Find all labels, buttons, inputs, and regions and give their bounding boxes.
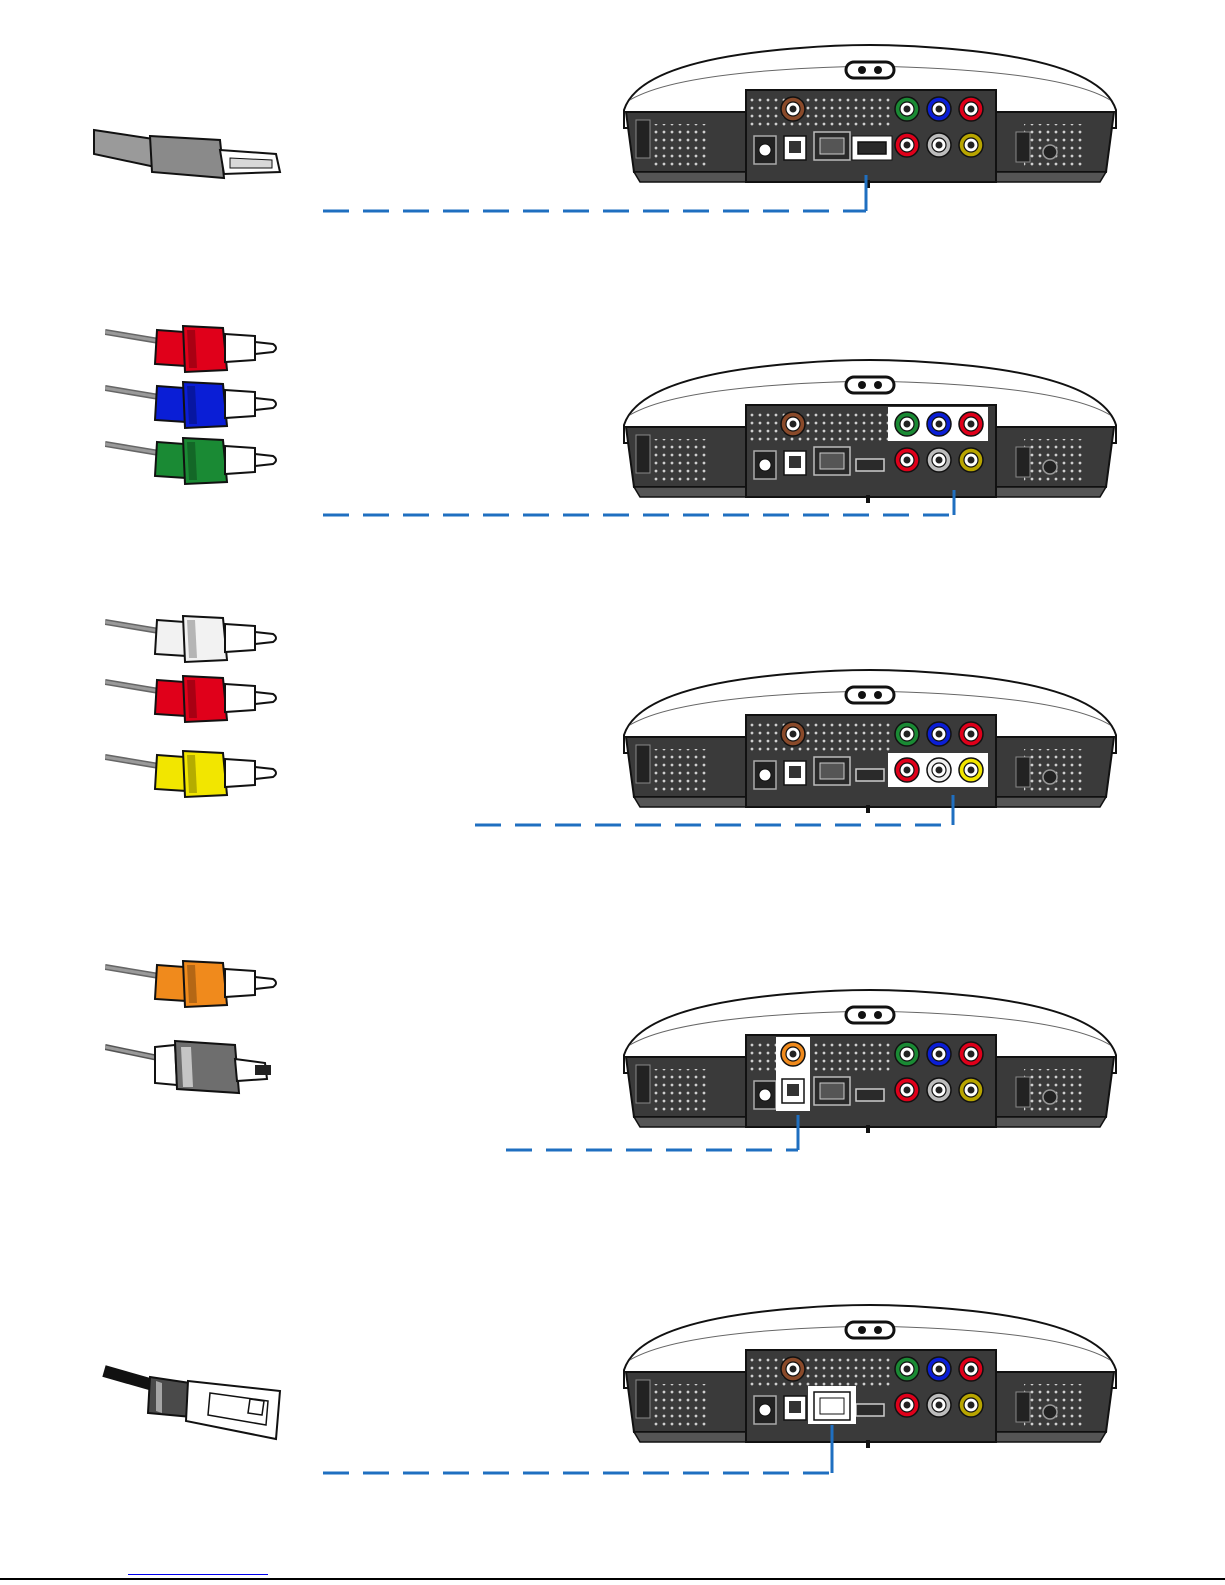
hdmi-cable-icon: [90, 110, 290, 190]
footer-link-underline: [128, 1574, 268, 1575]
component-cable-icon: [105, 320, 285, 490]
digital-audio-cable-icon: [105, 955, 285, 1105]
ethernet-cable-icon: [100, 1355, 290, 1445]
orange-plug: [105, 961, 276, 1007]
yellow-plug: [105, 751, 276, 797]
media-player-device-composite: [620, 665, 1120, 815]
media-player-device-digital-audio: [620, 985, 1120, 1135]
red-plug: [105, 676, 276, 722]
composite-cable-icon: [105, 610, 285, 810]
footer-rule: [0, 1578, 1225, 1580]
red-plug: [105, 326, 276, 372]
white-plug: [105, 616, 276, 662]
green-plug: [105, 438, 276, 484]
media-player-device-ethernet: [620, 1300, 1120, 1450]
blue-plug: [105, 382, 276, 428]
optical-plug: [105, 1041, 271, 1093]
media-player-device-hdmi: [620, 40, 1120, 190]
media-player-device-component: [620, 355, 1120, 505]
